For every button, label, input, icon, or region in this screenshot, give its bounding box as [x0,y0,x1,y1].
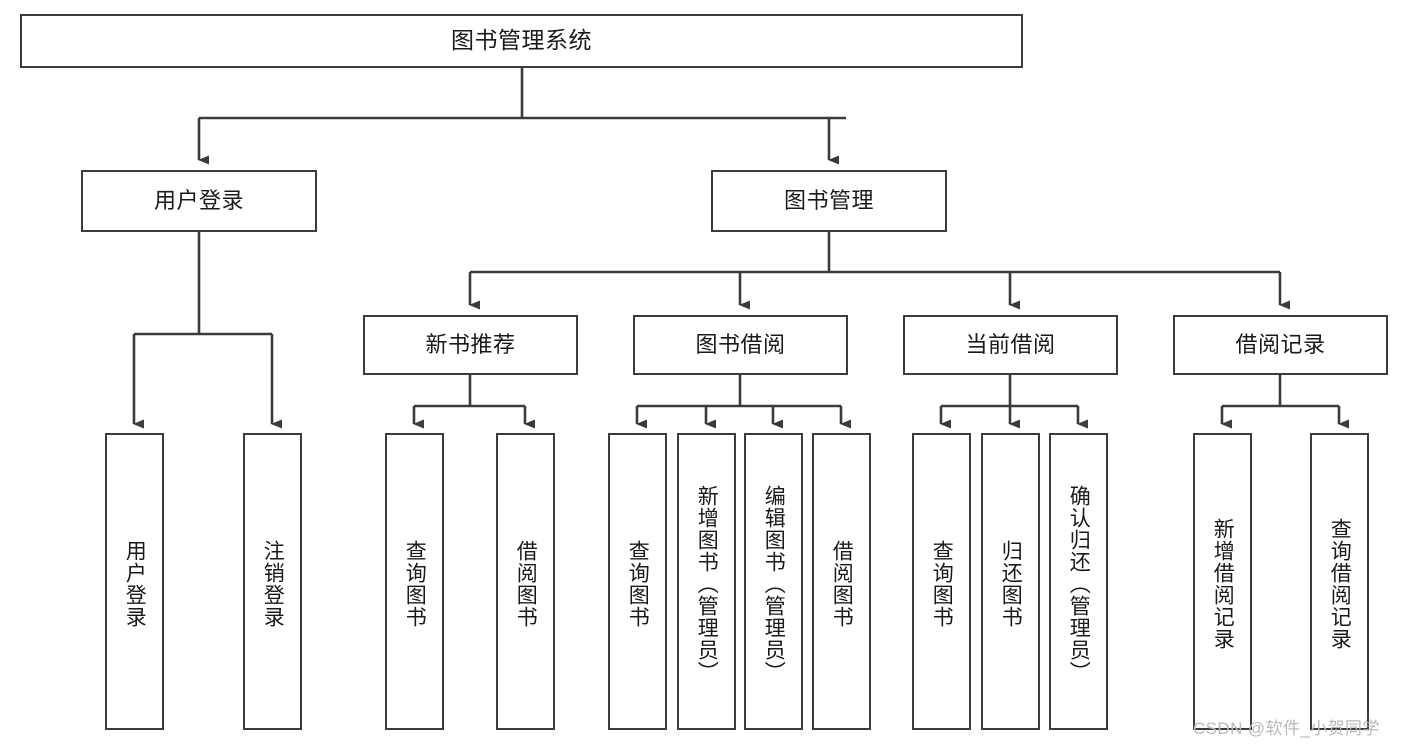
node-label: 新增图书（管理员） [695,484,719,683]
node-leaf-add-book-admin[interactable]: 新增图书（管理员） [677,433,736,730]
node-leaf-query-borrow-record[interactable]: 查询借阅记录 [1310,433,1369,730]
node-label: 确认归还（管理员） [1067,484,1091,683]
node-leaf-query-books-new[interactable]: 查询图书 [385,433,444,730]
node-label: 图书管理系统 [451,27,592,54]
node-leaf-borrow-books-new[interactable]: 借阅图书 [496,433,555,730]
node-leaf-add-borrow-record[interactable]: 新增借阅记录 [1193,433,1252,730]
node-book-borrowing[interactable]: 图书借阅 [633,315,848,375]
node-label: 查询图书 [626,539,650,628]
node-new-book-recommendation[interactable]: 新书推荐 [363,315,578,375]
node-label: 当前借阅 [965,332,1056,358]
node-user-login[interactable]: 用户登录 [81,170,317,232]
node-label: 借阅记录 [1235,332,1326,358]
node-label: 借阅图书 [514,539,538,628]
node-label: 查询借阅记录 [1328,517,1352,650]
node-leaf-edit-book-admin[interactable]: 编辑图书（管理员） [744,433,803,730]
node-leaf-confirm-return-admin[interactable]: 确认归还（管理员） [1049,433,1108,730]
node-label: 图书管理 [783,188,874,214]
node-leaf-return-books[interactable]: 归还图书 [981,433,1040,730]
node-label: 用户登录 [123,539,147,628]
node-leaf-query-books-borrow[interactable]: 查询图书 [608,433,667,730]
node-label: 编辑图书（管理员） [762,484,786,683]
node-leaf-query-books-current[interactable]: 查询图书 [912,433,971,730]
node-label: 新增借阅记录 [1211,517,1235,650]
node-label: 归还图书 [999,539,1023,628]
node-book-management[interactable]: 图书管理 [711,170,947,232]
node-root-book-management-system[interactable]: 图书管理系统 [20,14,1023,68]
node-label: 图书借阅 [695,332,786,358]
node-label: 查询图书 [930,539,954,628]
node-current-borrowing[interactable]: 当前借阅 [903,315,1118,375]
node-leaf-user-login[interactable]: 用户登录 [105,433,164,730]
node-label: 用户登录 [153,188,244,214]
node-label: 新书推荐 [425,332,516,358]
node-label: 注销登录 [261,539,285,628]
node-borrowing-records[interactable]: 借阅记录 [1173,315,1388,375]
node-leaf-borrow-books[interactable]: 借阅图书 [812,433,871,730]
node-leaf-logout[interactable]: 注销登录 [243,433,302,730]
node-label: 借阅图书 [830,539,854,628]
node-label: 查询图书 [403,539,427,628]
